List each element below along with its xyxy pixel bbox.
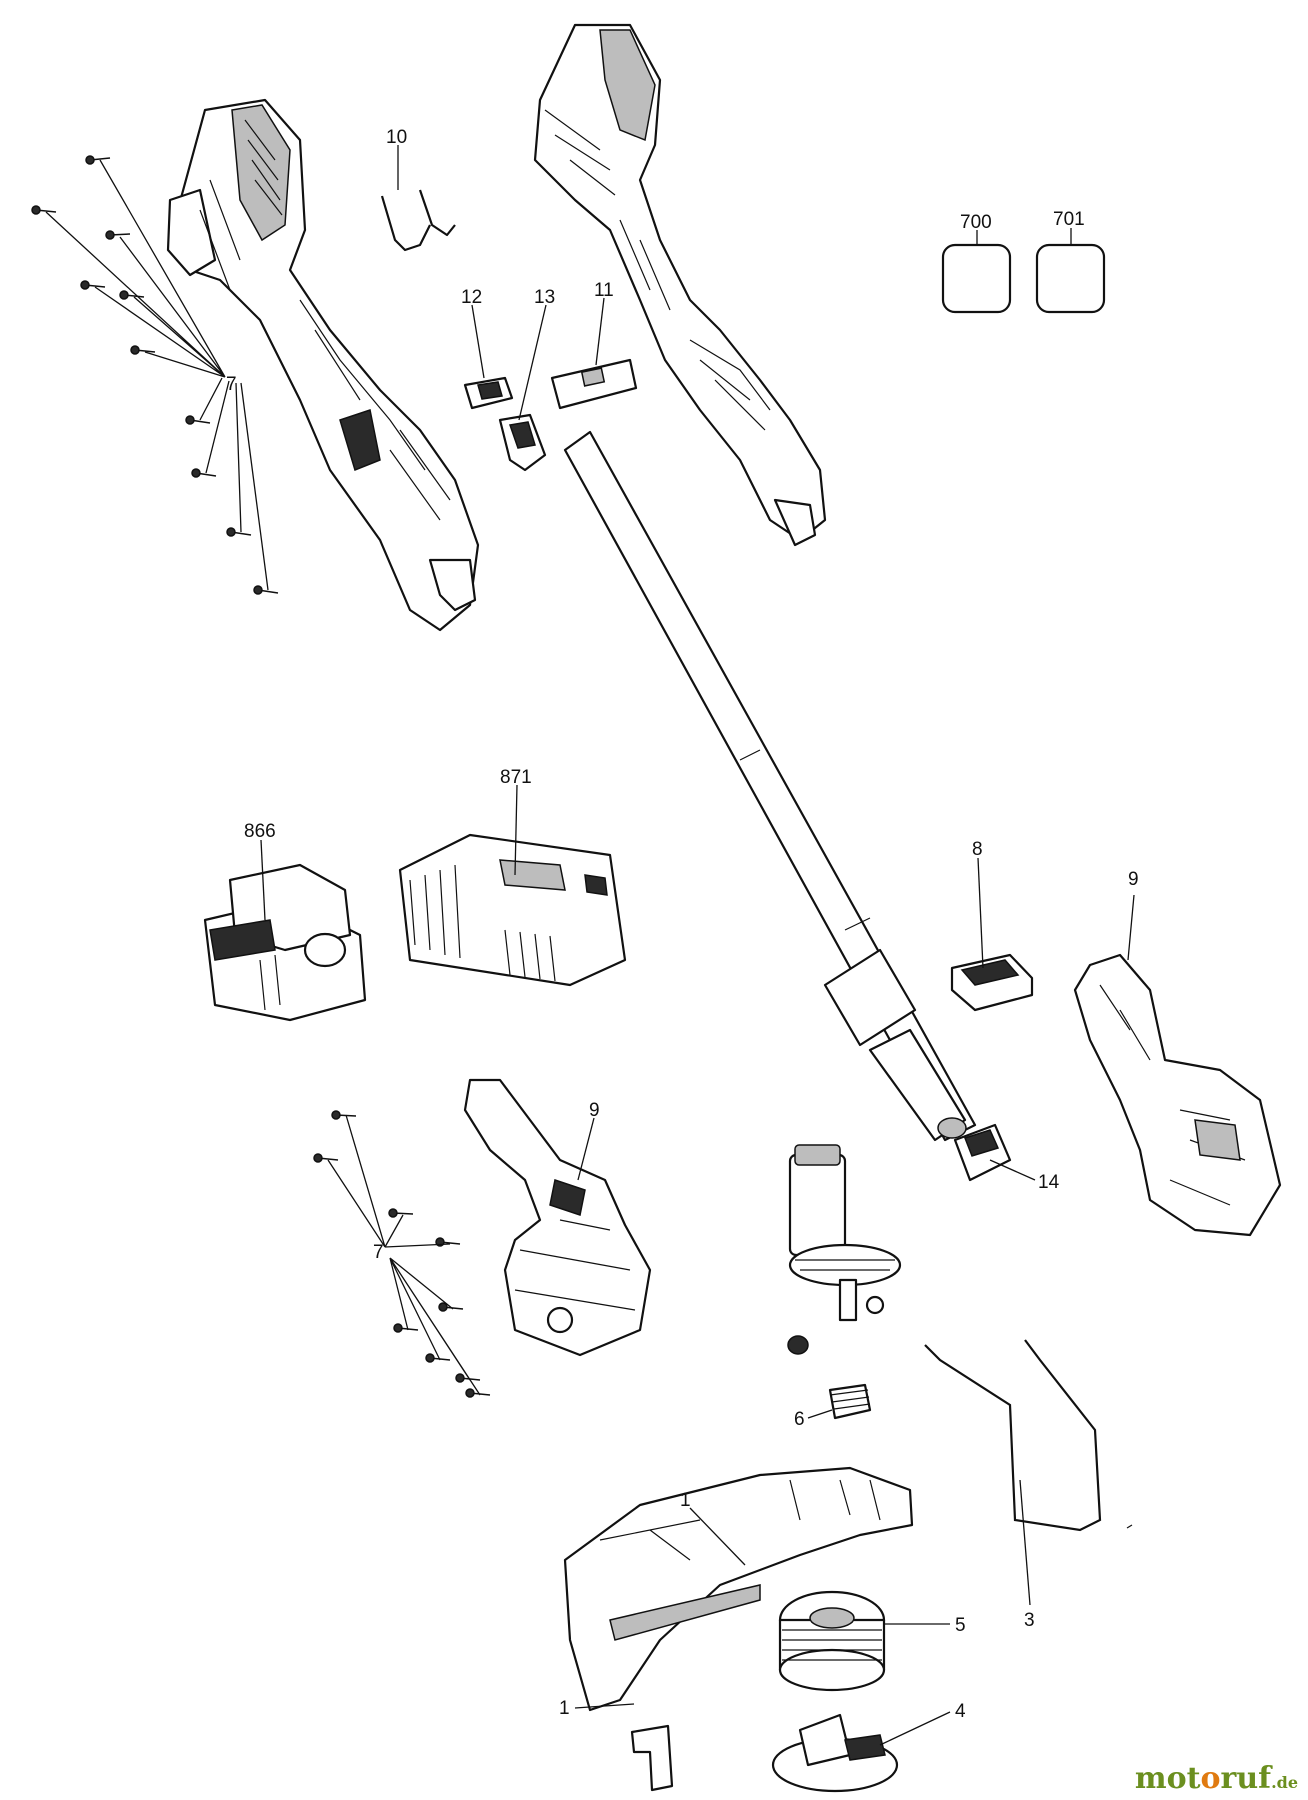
callout-9-left: 9	[589, 1100, 600, 1121]
watermark-left: mot	[1134, 1761, 1201, 1796]
callout-3: 3	[1024, 1610, 1035, 1631]
spool-cap[interactable]	[771, 1713, 899, 1793]
watermark-o: o	[1200, 1761, 1221, 1796]
lock-button-part[interactable]	[950, 953, 1034, 1012]
callout-14: 14	[1038, 1172, 1060, 1193]
callout-1-clip: 1	[559, 1698, 570, 1719]
lock-lever-part[interactable]	[953, 1123, 1012, 1182]
decal-label-700[interactable]	[941, 243, 1012, 314]
guard-clip[interactable]	[630, 1724, 674, 1792]
lock-off-button-part[interactable]	[498, 413, 547, 472]
trigger-switch-part[interactable]	[463, 376, 514, 410]
handle-housing-right[interactable]	[533, 23, 827, 547]
watermark-domain: .de	[1271, 1773, 1298, 1792]
callout-8: 8	[972, 839, 983, 860]
callout-12: 12	[461, 287, 482, 308]
callout-4: 4	[955, 1701, 966, 1722]
battery-charger[interactable]	[398, 833, 627, 987]
callout-7-upper: 7	[226, 374, 237, 395]
callout-701: 701	[1053, 209, 1085, 230]
screw-set-upper[interactable]	[31, 155, 279, 595]
callout-5: 5	[955, 1615, 966, 1636]
watermark-right: ruf	[1220, 1761, 1272, 1796]
shaft-tube[interactable]	[563, 430, 977, 1142]
screw-set-lower[interactable]	[313, 1110, 491, 1398]
callout-866: 866	[244, 821, 276, 842]
callout-6: 6	[794, 1409, 805, 1430]
watermark-logo: motoruf.de	[1135, 1761, 1298, 1796]
line-spool[interactable]	[778, 1590, 886, 1692]
decal-label-701[interactable]	[1035, 243, 1106, 314]
callout-9-right: 9	[1128, 869, 1139, 890]
clip-part[interactable]	[380, 189, 456, 252]
callout-871: 871	[500, 767, 532, 788]
edge-guide-wire[interactable]	[924, 1339, 1133, 1532]
motor-housing-left[interactable]	[463, 1078, 652, 1357]
spring-part[interactable]	[828, 1383, 872, 1420]
callout-10: 10	[386, 127, 407, 148]
handle-housing-left[interactable]	[166, 98, 480, 632]
grip-insert-part[interactable]	[550, 358, 638, 410]
callout-13: 13	[534, 287, 555, 308]
trimmer-guard[interactable]	[563, 1466, 914, 1712]
callout-11: 11	[594, 280, 614, 301]
small-nut-part[interactable]	[787, 1335, 809, 1355]
callout-1-guard: 1	[680, 1490, 691, 1511]
callout-labels: 10 700 701 12 13 11 7 871 866 8 9 9 14 7…	[226, 127, 1139, 1722]
motor-assembly[interactable]	[788, 1144, 902, 1322]
callout-700: 700	[960, 212, 992, 233]
leader-lines	[45, 145, 1135, 1746]
motor-housing-right[interactable]	[1073, 953, 1282, 1237]
callout-7-lower: 7	[373, 1242, 384, 1263]
battery-pack[interactable]	[203, 863, 367, 1022]
